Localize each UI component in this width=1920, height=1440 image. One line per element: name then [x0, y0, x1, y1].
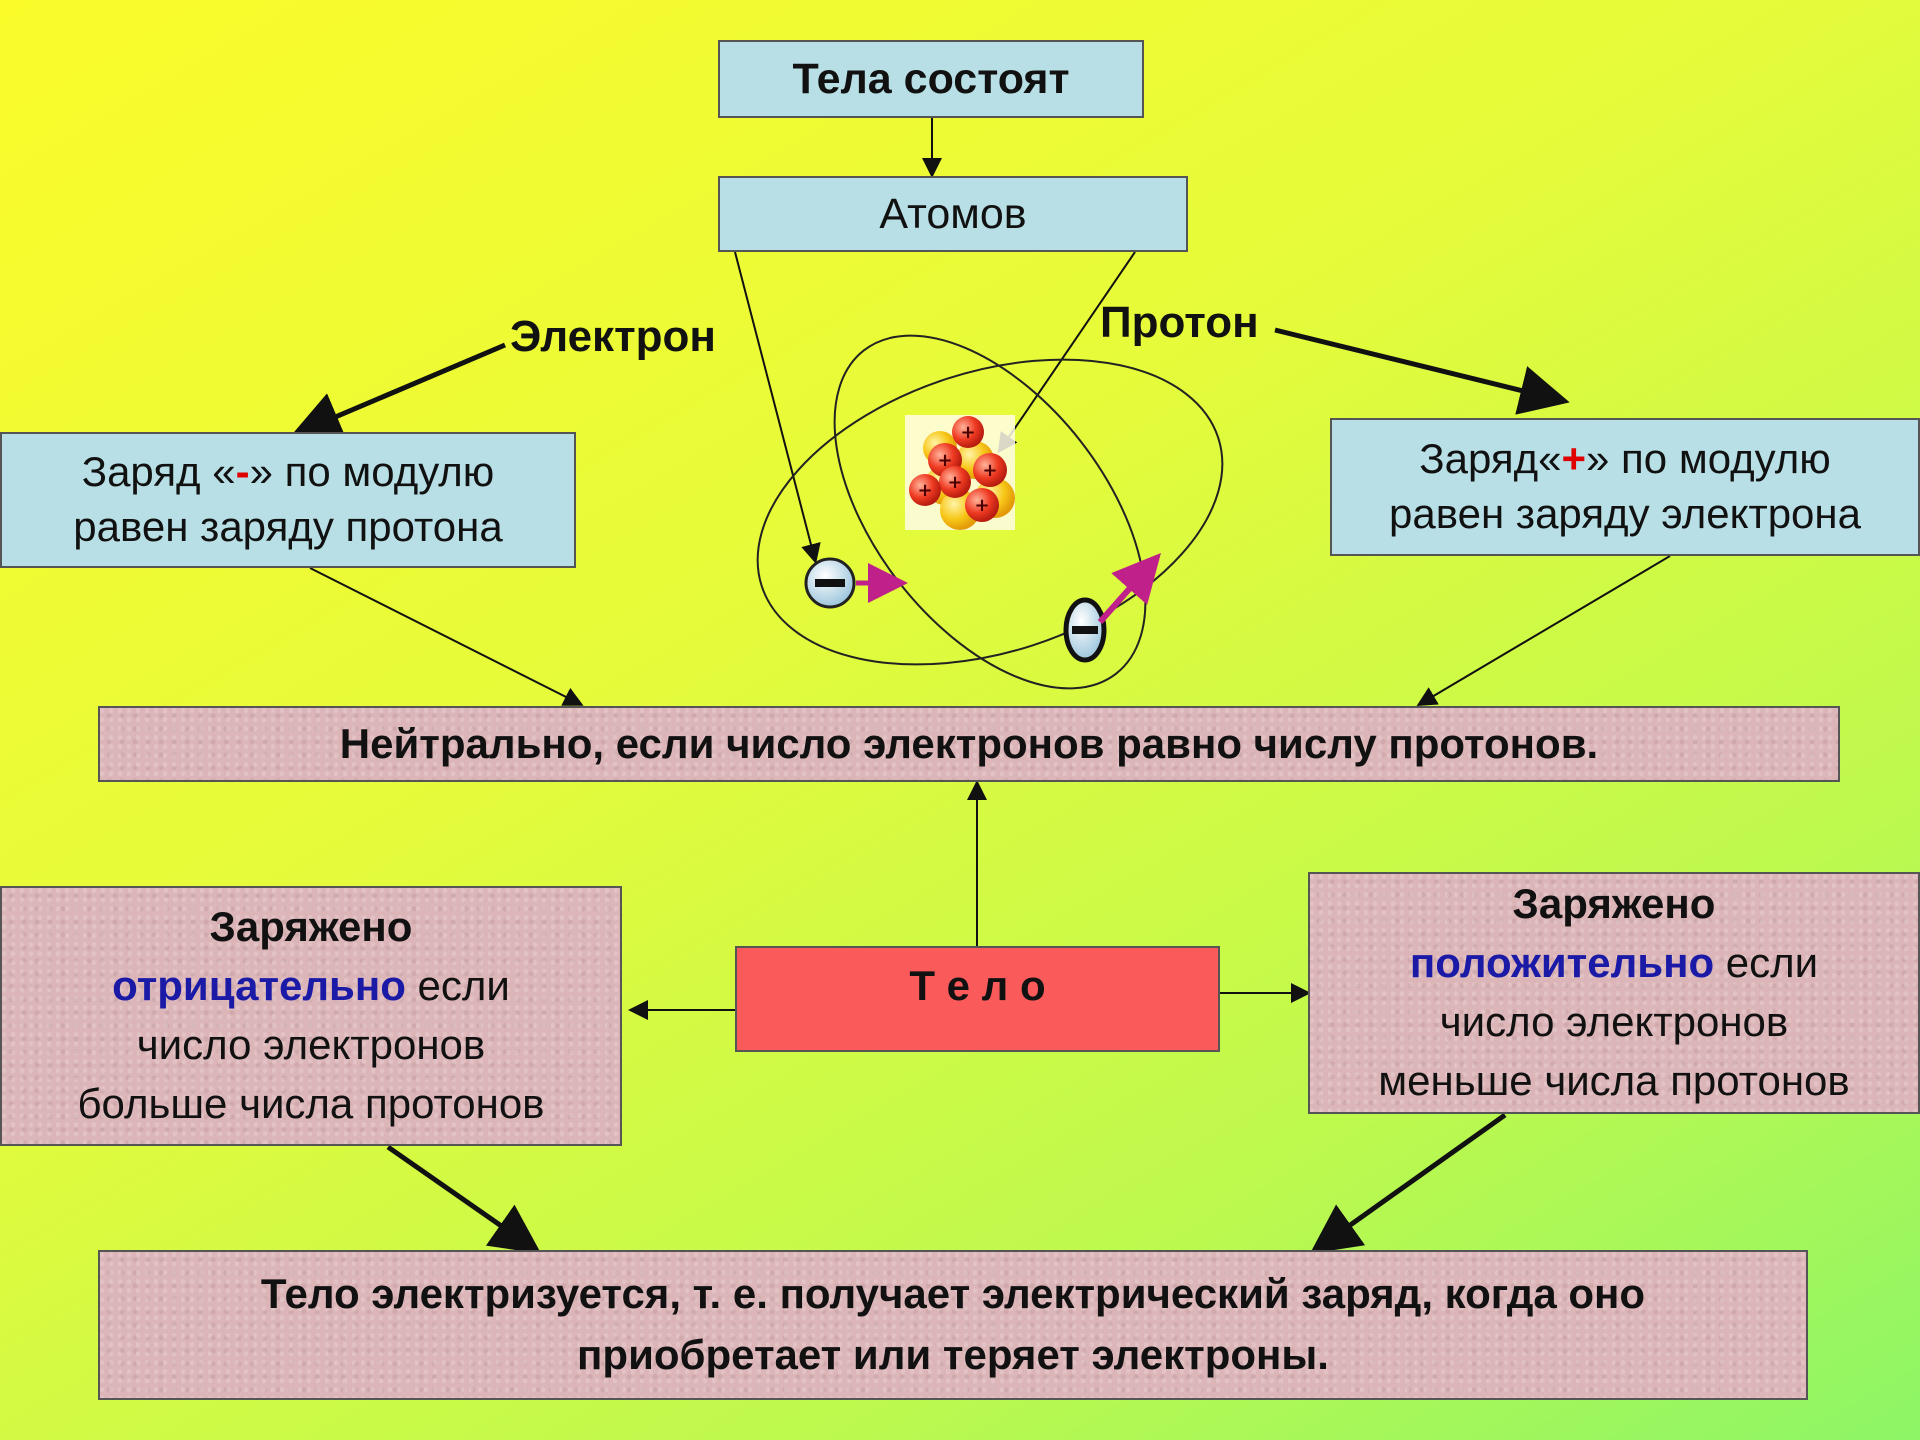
electrified-box: Тело электризуется, т. е. получает элект… [98, 1250, 1808, 1400]
negative-keyword: отрицательно [112, 962, 406, 1010]
positive-charge-box: Заряжено положительно если число электро… [1308, 872, 1920, 1114]
electron-2-minus [1072, 626, 1098, 634]
electrified-line2: приобретает или теряет электроны. [577, 1331, 1329, 1378]
minus-sign: - [235, 448, 250, 496]
proton-charge-box: Заряд«+» по модулю равен заряду электрон… [1330, 418, 1920, 556]
neutral-box: Нейтрально, если число электронов равно … [98, 706, 1840, 782]
arrow-positive-to-electrified [1309, 1112, 1507, 1254]
svg-text:+: + [960, 422, 975, 443]
proton-label: Протон [1100, 298, 1259, 347]
positive-line2: положительно если [1409, 939, 1819, 987]
nucleus: + + + + + + [909, 416, 1015, 530]
positive-keyword: положительно [1409, 939, 1715, 987]
plus-sign: + [1561, 435, 1587, 483]
atoms-box: Атомов [718, 176, 1188, 252]
negative-line4: больше числа протонов [77, 1079, 545, 1127]
atom-illustration: + + + + + + [756, 334, 1224, 690]
proton-charge-line2: равен заряду электрона [1389, 490, 1861, 537]
positive-line4: меньше числа протонов [1378, 1056, 1850, 1104]
arrow-left-to-neutral [309, 567, 584, 706]
orbit-1 [756, 358, 1224, 666]
electron-charge-line1: Заряд «-» по модулю [81, 448, 495, 496]
negative-charge-box: Заряжено отрицательно если число электро… [0, 886, 622, 1146]
body-text: Т е л о [909, 962, 1046, 1009]
arrow-proton-label [1274, 327, 1570, 415]
arrow-negative-to-electrified [386, 1144, 542, 1254]
positive-line1: Заряжено [1512, 880, 1716, 928]
svg-text:+: + [974, 495, 989, 516]
electron-charge-line2: равен заряду протона [73, 503, 503, 550]
neutral-text: Нейтрально, если число электронов равно … [339, 720, 1599, 767]
arrow-electron-label [290, 342, 506, 440]
bodies-consist-box: Тела состоят [718, 40, 1144, 118]
velocity-arrow-2 [1097, 553, 1161, 624]
electron-charge-box: Заряд «-» по модулю равен заряду протона [0, 432, 576, 568]
positive-line3: число электронов [1439, 998, 1789, 1045]
svg-text:+: + [937, 450, 952, 471]
electron-1-minus [815, 579, 845, 587]
proton-charge-line1: Заряд«+» по модулю [1419, 435, 1831, 483]
negative-line1: Заряжено [209, 903, 413, 951]
line-atoms-to-nucleus [997, 251, 1136, 454]
electrified-line1: Тело электризуется, т. е. получает элект… [260, 1270, 1646, 1318]
svg-text:+: + [982, 460, 997, 481]
svg-text:+: + [947, 472, 962, 493]
negative-line2: отрицательно если [112, 962, 510, 1010]
electron-label: Электрон [510, 312, 716, 361]
line-atoms-to-electron [734, 251, 821, 564]
arrow-right-to-neutral [1416, 555, 1671, 707]
bodies-consist-text: Тела состоят [792, 54, 1070, 103]
negative-line3: число электронов [136, 1021, 486, 1068]
svg-text:+: + [917, 480, 932, 501]
atoms-text: Атомов [879, 189, 1027, 238]
body-box: Т е л о [735, 946, 1220, 1052]
